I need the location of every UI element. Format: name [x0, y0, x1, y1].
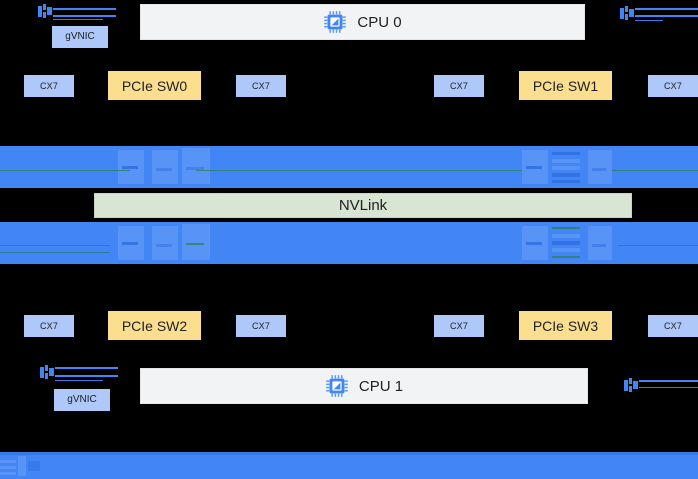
cx7-5[interactable]: CX7: [236, 315, 286, 337]
cx7-2[interactable]: CX7: [434, 75, 484, 97]
pcie-sw2-label: PCIe SW2: [121, 317, 188, 334]
cpu1-box[interactable]: CPU 1: [140, 368, 588, 404]
gpu-fabric-band-lower: [0, 222, 698, 264]
network-link-icon-top-right: [620, 6, 698, 24]
gvnic-top-label: gVNIC: [65, 31, 95, 42]
pcie-sw0-label: PCIe SW0: [121, 77, 188, 94]
cx7-6[interactable]: CX7: [434, 315, 484, 337]
network-link-icon-bottom-left: [40, 365, 120, 383]
pcie-sw3[interactable]: PCIe SW3: [519, 311, 612, 340]
gvnic-top[interactable]: gVNIC: [52, 26, 108, 48]
cx7-0-label: CX7: [39, 80, 59, 91]
cx7-0[interactable]: CX7: [24, 75, 74, 97]
cx7-7[interactable]: CX7: [648, 315, 698, 337]
pcie-sw0[interactable]: PCIe SW0: [108, 71, 201, 100]
network-link-icon-bottom-right: [624, 378, 698, 396]
nvlink-bar[interactable]: NVLink: [94, 193, 632, 218]
pcie-sw3-label: PCIe SW3: [532, 317, 599, 334]
cx7-3[interactable]: CX7: [648, 75, 698, 97]
cx7-2-label: CX7: [449, 80, 469, 91]
network-rail-bottom: [0, 452, 698, 479]
cx7-5-label: CX7: [251, 320, 271, 331]
cpu0-label: CPU 0: [357, 13, 402, 31]
network-link-icon-top-left: [38, 4, 118, 22]
cx7-4[interactable]: CX7: [24, 315, 74, 337]
gpu-fabric-band-upper: [0, 146, 698, 188]
pcie-sw2[interactable]: PCIe SW2: [108, 311, 201, 340]
cx7-7-label: CX7: [663, 320, 683, 331]
cx7-1-label: CX7: [251, 80, 271, 91]
pcie-sw1[interactable]: PCIe SW1: [519, 71, 612, 100]
cx7-4-label: CX7: [39, 320, 59, 331]
gvnic-bottom-label: gVNIC: [67, 394, 97, 405]
cpu1-label: CPU 1: [358, 377, 404, 395]
cx7-6-label: CX7: [449, 320, 469, 331]
cpu-chip-icon: [324, 11, 347, 33]
gvnic-bottom[interactable]: gVNIC: [54, 389, 110, 411]
cpu0-box[interactable]: CPU 0: [140, 4, 585, 40]
cx7-1[interactable]: CX7: [236, 75, 286, 97]
nvlink-label: NVLink: [338, 197, 388, 214]
cx7-3-label: CX7: [663, 80, 683, 91]
cpu-chip-icon: [326, 375, 348, 397]
pcie-sw1-label: PCIe SW1: [532, 77, 599, 94]
